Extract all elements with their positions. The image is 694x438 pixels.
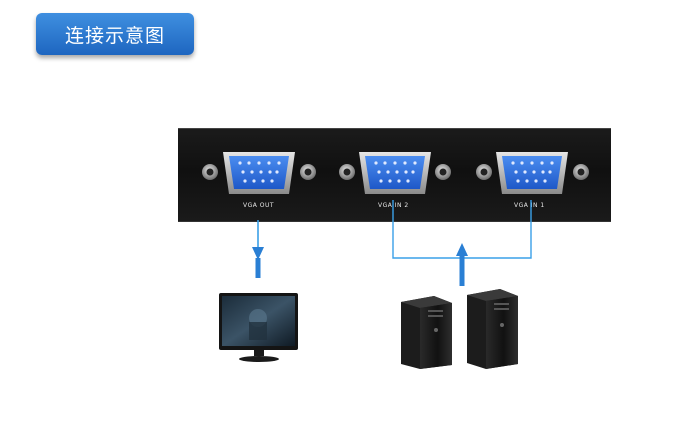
computer-tower-2-icon (467, 289, 518, 369)
monitor-icon (219, 293, 298, 362)
output-arrow (252, 220, 264, 278)
vga-port-in-2 (339, 152, 451, 194)
port-label-vga-in-1: VGA IN 1 (514, 202, 545, 209)
input-arrow (456, 243, 468, 286)
computer-tower-1-icon (401, 296, 452, 369)
vga-port-out (202, 152, 316, 194)
port-label-vga-out: VGA OUT (243, 202, 275, 209)
page-title: 连接示意图 (64, 25, 165, 47)
vga-port-in-1 (476, 152, 589, 194)
title-badge: 连接示意图 (36, 13, 194, 55)
